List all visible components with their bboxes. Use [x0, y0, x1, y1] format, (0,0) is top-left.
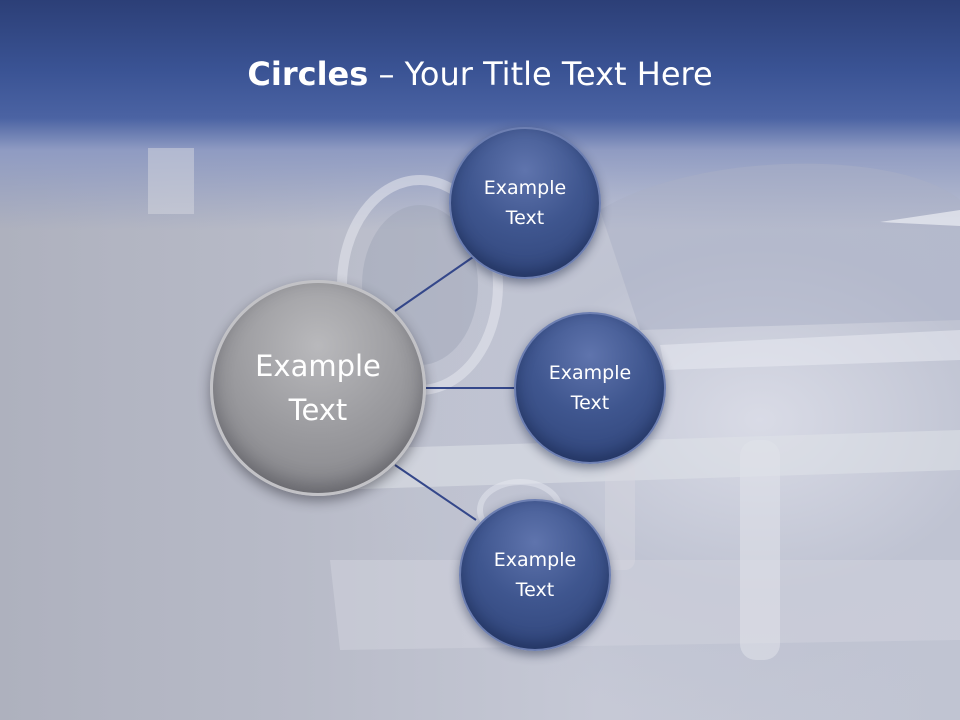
- satellite-circle-bottom: Example Text: [459, 499, 611, 651]
- center-circle: Example Text: [210, 280, 426, 496]
- satellite-circle-label: Example Text: [493, 549, 577, 601]
- slide-title: Circles – Your Title Text Here: [0, 52, 960, 96]
- satellite-circle-label: Example Text: [548, 362, 632, 414]
- connector-line-bottom: [394, 464, 477, 521]
- center-circle-label: Example Text: [255, 349, 381, 427]
- satellite-circle-top: Example Text: [449, 127, 601, 279]
- satellite-circle-middle: Example Text: [514, 312, 666, 464]
- title-rest: – Your Title Text Here: [368, 55, 713, 93]
- title-bold: Circles: [247, 55, 369, 93]
- satellite-circle-label: Example Text: [483, 177, 567, 229]
- connector-line-top: [394, 254, 477, 312]
